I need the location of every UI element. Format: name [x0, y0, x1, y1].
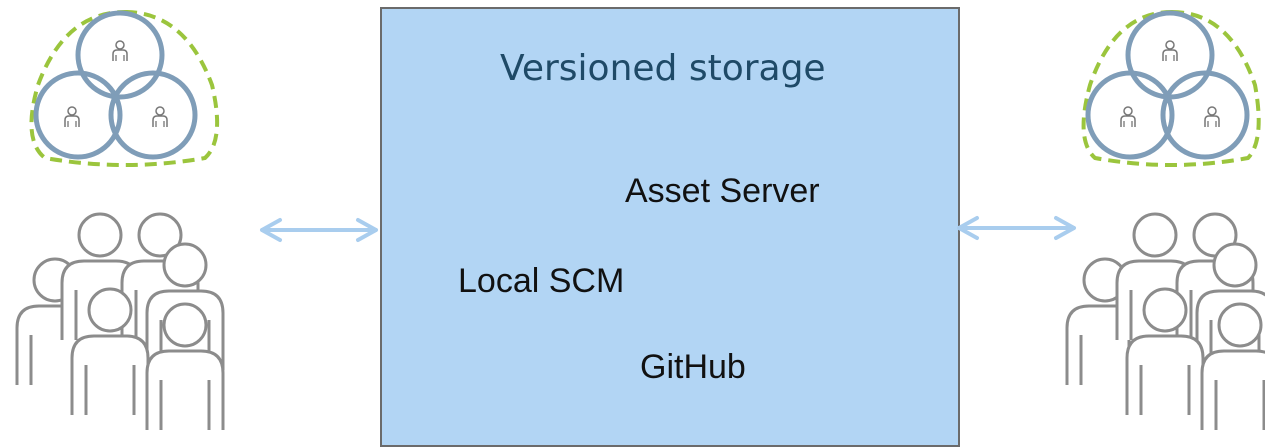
- left-team-icon: [29, 9, 220, 167]
- left-crowd-icon: [15, 212, 225, 432]
- left-bidirectional-arrow-icon: [260, 218, 378, 242]
- right-bidirectional-arrow-icon: [957, 216, 1076, 240]
- storage-item-github: GitHub: [640, 348, 746, 386]
- right-crowd-icon: [1065, 212, 1265, 432]
- storage-item-local-scm: Local SCM: [458, 262, 625, 300]
- right-team-icon: [1081, 9, 1261, 167]
- storage-item-asset-server: Asset Server: [625, 172, 820, 210]
- versioned-storage-box: [380, 7, 960, 447]
- storage-title: Versioned storage: [500, 48, 826, 89]
